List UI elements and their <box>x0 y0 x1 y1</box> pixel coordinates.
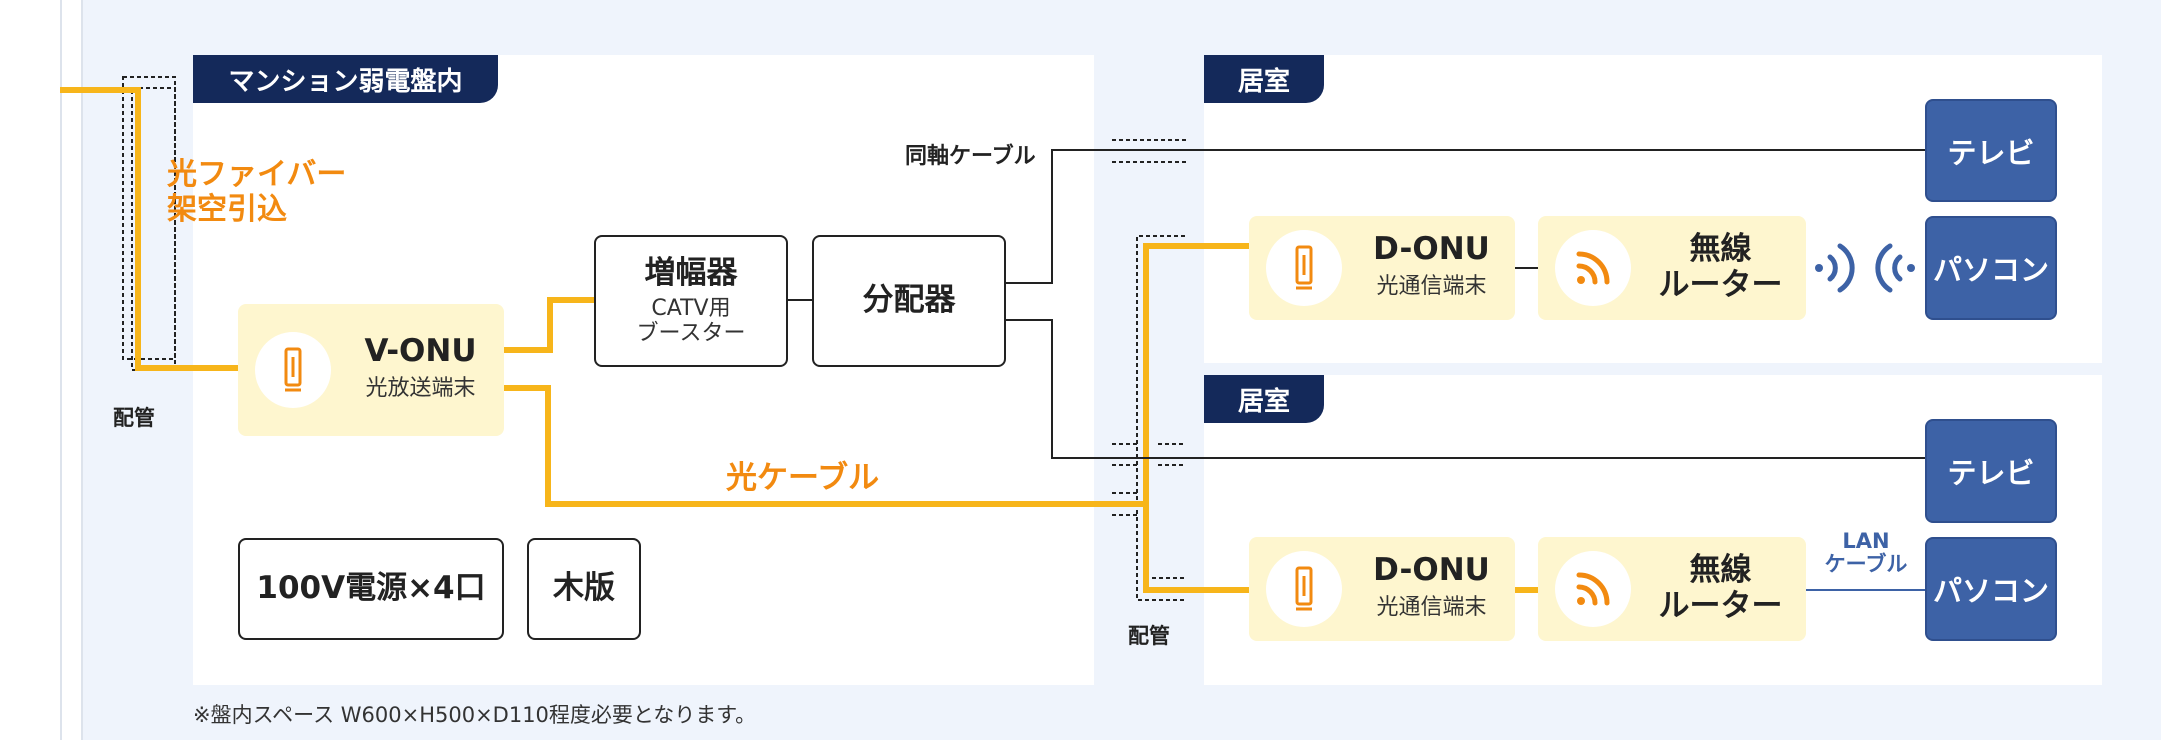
onu-device-icon <box>1266 551 1342 627</box>
router-bottom-label: 無線 ルーター <box>1658 552 1783 624</box>
label-fiber-aerial: 光ファイバー 架空引込 <box>167 157 347 227</box>
booster-subtitle-2: ブースター <box>636 320 746 346</box>
device-d-onu-top: D-ONU 光通信端末 <box>1249 216 1515 320</box>
power-outlet-label: 100V電源×4口 <box>256 570 486 607</box>
wood-board-box: 木版 <box>527 538 641 640</box>
label-coax-cable: 同軸ケーブル <box>905 144 1036 169</box>
pc-top: パソコン <box>1925 216 2057 320</box>
v-onu-name: V-ONU <box>364 333 477 369</box>
device-router-bottom: 無線 ルーター <box>1538 537 1806 641</box>
border-line <box>81 0 83 740</box>
router-top-label: 無線 ルーター <box>1658 231 1783 303</box>
device-d-onu-bottom: D-ONU 光通信端末 <box>1249 537 1515 641</box>
device-router-top: 無線 ルーター <box>1538 216 1806 320</box>
tv-top: テレビ <box>1925 99 2057 202</box>
panel-title-board: マンション弱電盤内 <box>193 55 498 103</box>
d-onu-bottom-name: D-ONU <box>1373 552 1490 588</box>
panel-title-room-top: 居室 <box>1204 55 1324 103</box>
power-outlet-box: 100V電源×4口 <box>238 538 504 640</box>
wireless-signal-icon <box>1815 243 1915 293</box>
booster-name: 増幅器 <box>644 254 738 291</box>
d-onu-bottom-subtitle: 光通信端末 <box>1376 595 1487 620</box>
wifi-icon <box>1555 551 1631 627</box>
d-onu-top-name: D-ONU <box>1373 231 1490 267</box>
label-piping-left: 配管 <box>113 406 155 430</box>
wood-board-label: 木版 <box>553 570 615 607</box>
device-v-onu: V-ONU 光放送端末 <box>238 304 504 436</box>
wifi-icon <box>1555 230 1631 306</box>
footnote: ※盤内スペース W600×H500×D110程度必要となります。 <box>193 703 757 727</box>
device-booster: 増幅器 CATV用 ブースター <box>594 235 788 367</box>
label-optical-cable: 光ケーブル <box>726 460 880 496</box>
d-onu-top-subtitle: 光通信端末 <box>1376 274 1487 299</box>
panel-title-room-bottom: 居室 <box>1204 375 1324 423</box>
label-lan-cable: LAN ケーブル <box>1824 529 1908 577</box>
label-piping-center: 配管 <box>1128 624 1170 648</box>
border-line <box>60 0 62 740</box>
onu-device-icon <box>1266 230 1342 306</box>
device-splitter: 分配器 <box>812 235 1006 367</box>
pc-bottom: パソコン <box>1925 537 2057 641</box>
splitter-name: 分配器 <box>862 282 956 319</box>
tv-bottom: テレビ <box>1925 419 2057 523</box>
booster-subtitle-1: CATV用 <box>651 295 731 321</box>
v-onu-subtitle: 光放送端末 <box>365 376 476 401</box>
onu-device-icon <box>255 332 331 408</box>
